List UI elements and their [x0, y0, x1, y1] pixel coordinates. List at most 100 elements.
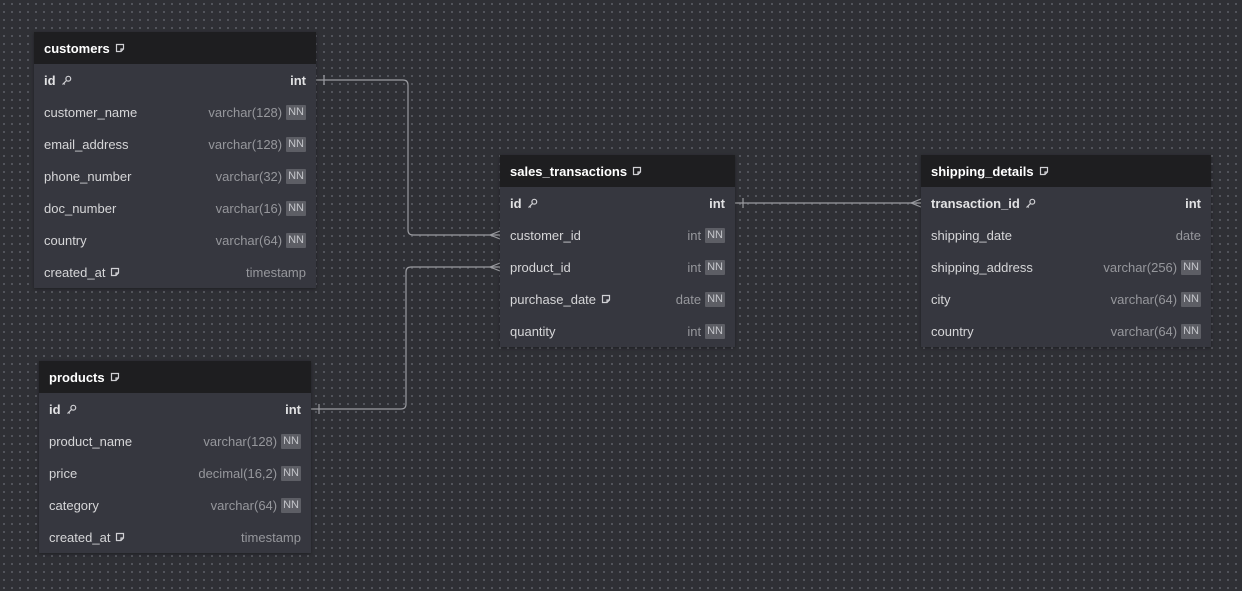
- column-row[interactable]: price decimal(16,2)NN: [39, 457, 311, 489]
- column-name-cell: email_address: [44, 137, 208, 152]
- many-marker: [910, 198, 922, 208]
- note-icon[interactable]: [1039, 166, 1049, 176]
- column-name: quantity: [510, 323, 556, 339]
- note-icon[interactable]: [115, 532, 125, 542]
- table-title: customers: [44, 40, 110, 56]
- column-row[interactable]: created_at timestamp: [39, 521, 311, 553]
- column-type: int: [687, 259, 702, 275]
- table-header[interactable]: sales_transactions: [500, 155, 735, 187]
- table-title: shipping_details: [931, 163, 1034, 179]
- column-row[interactable]: phone_number varchar(32)NN: [34, 160, 316, 192]
- column-name: created_at: [44, 264, 106, 280]
- column-row[interactable]: id int: [39, 393, 311, 425]
- column-name: country: [931, 323, 974, 339]
- relationship-line: [316, 75, 501, 240]
- column-name-cell: country: [44, 233, 216, 248]
- column-type: varchar(64): [215, 232, 283, 248]
- column-type: decimal(16,2): [198, 465, 278, 481]
- many-marker: [489, 230, 501, 240]
- not-null-badge: NN: [705, 323, 725, 339]
- column-type: date: [1175, 227, 1201, 243]
- not-null-badge: NN: [281, 465, 301, 481]
- column-type: timestamp: [241, 529, 301, 545]
- key-icon: [527, 198, 538, 209]
- not-null-badge: NN: [281, 433, 301, 449]
- column-name-cell: id: [510, 196, 709, 211]
- table-header[interactable]: customers: [34, 32, 316, 64]
- column-type: varchar(16): [215, 200, 283, 216]
- not-null-badge: NN: [705, 291, 725, 307]
- column-name-cell: id: [44, 73, 290, 88]
- column-name-cell: product_id: [510, 260, 687, 275]
- note-icon[interactable]: [601, 294, 611, 304]
- column-name: price: [49, 465, 78, 481]
- relationship-line: [735, 198, 922, 208]
- column-name: product_id: [510, 259, 571, 275]
- column-type: varchar(128): [203, 433, 278, 449]
- column-name: product_name: [49, 433, 133, 449]
- column-name: email_address: [44, 136, 129, 152]
- column-type: varchar(128): [208, 104, 283, 120]
- note-icon[interactable]: [110, 372, 120, 382]
- column-row[interactable]: country varchar(64)NN: [921, 315, 1211, 347]
- column-name: customer_name: [44, 104, 138, 120]
- note-icon[interactable]: [115, 43, 125, 53]
- column-type: varchar(32): [215, 168, 283, 184]
- column-name: phone_number: [44, 168, 132, 184]
- key-icon: [66, 404, 77, 415]
- column-name-cell: created_at: [49, 530, 241, 545]
- not-null-badge: NN: [1181, 323, 1201, 339]
- not-null-badge: NN: [286, 168, 306, 184]
- column-name-cell: doc_number: [44, 201, 216, 216]
- column-name-cell: product_name: [49, 434, 203, 449]
- not-null-badge: NN: [705, 227, 725, 243]
- column-name: created_at: [49, 529, 111, 545]
- column-name: id: [49, 401, 61, 417]
- column-type: varchar(64): [1110, 323, 1178, 339]
- column-row[interactable]: product_name varchar(128)NN: [39, 425, 311, 457]
- column-type: int: [285, 401, 301, 417]
- column-name-cell: price: [49, 466, 198, 481]
- note-icon[interactable]: [632, 166, 642, 176]
- connector-path: [316, 79, 500, 236]
- column-type: int: [687, 323, 702, 339]
- table-header[interactable]: products: [39, 361, 311, 393]
- column-name: id: [44, 72, 56, 88]
- note-icon[interactable]: [110, 267, 120, 277]
- column-name-cell: id: [49, 402, 285, 417]
- column-name: transaction_id: [931, 195, 1020, 211]
- column-name: purchase_date: [510, 291, 597, 307]
- column-name: shipping_address: [931, 259, 1033, 275]
- relationship-line: [311, 262, 501, 414]
- not-null-badge: NN: [286, 136, 306, 152]
- not-null-badge: NN: [286, 200, 306, 216]
- connector-path: [311, 266, 500, 410]
- table-header[interactable]: shipping_details: [921, 155, 1211, 187]
- key-icon: [61, 75, 72, 86]
- column-name-cell: country: [931, 324, 1111, 339]
- table-title: products: [49, 369, 105, 385]
- column-name-cell: customer_id: [510, 228, 687, 243]
- not-null-badge: NN: [1181, 291, 1201, 307]
